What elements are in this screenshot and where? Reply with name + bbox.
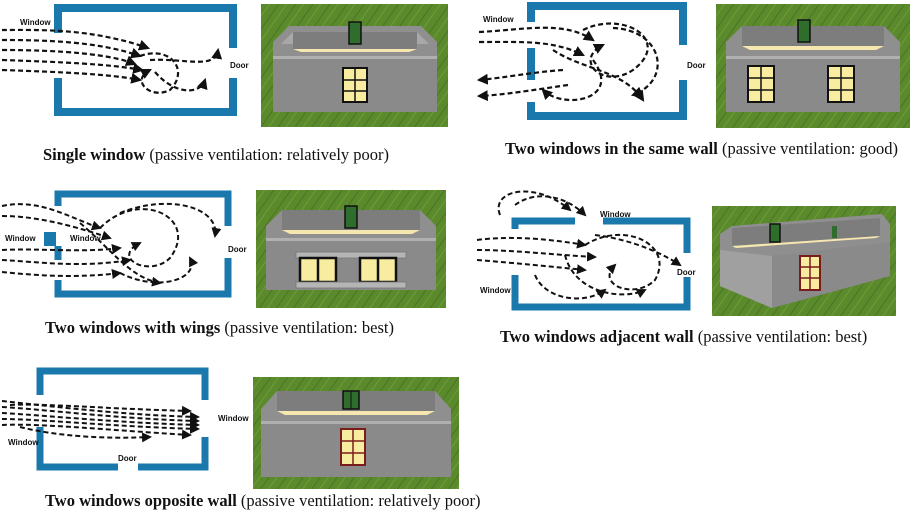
caption-title: Two windows adjacent wall [500,327,694,346]
door-label: Door [118,454,137,463]
window-label: Window [218,414,249,423]
room-render-single-window [261,4,448,127]
caption-title: Two windows with wings [45,318,221,337]
window-label: Window [70,234,101,243]
floor-plan-two-windows-with-wings: Window Window Door [1,190,247,298]
caption-two-windows-same-wall: Two windows in the same wall (passive ve… [505,139,905,159]
window-label: Window [5,234,36,243]
caption-note: (passive ventilation: best) [224,318,394,337]
window-label: Window [20,18,51,27]
floor-plan-single-window: Window Door [1,4,249,116]
caption-note: (passive ventilation: relatively poor) [240,491,481,510]
caption-two-windows-with-wings: Two windows with wings (passive ventilat… [45,318,394,338]
room-render-two-windows-with-wings [256,190,446,308]
door-label: Door [677,268,696,277]
window-label: Window [480,286,511,295]
caption-two-windows-adjacent-wall: Two windows adjacent wall (passive venti… [500,327,867,347]
floor-plan-two-windows-same-wall: Window Door [476,2,706,120]
caption-title: Single window [43,145,146,164]
caption-note: (passive ventilation: best) [697,327,868,346]
room-render-two-windows-same-wall [716,4,910,128]
caption-title: Two windows opposite wall [45,491,237,510]
door-label: Door [230,61,249,70]
caption-note: (passive ventilation: relatively poor) [149,145,390,164]
caption-note: (passive ventilation: good) [721,139,898,158]
caption-title: Two windows in the same wall [505,139,718,158]
door-label: Door [687,61,706,70]
window-label: Window [600,210,631,219]
room-render-two-windows-adjacent-wall [712,206,896,316]
window-label: Window [483,15,514,24]
floor-plan-two-windows-opposite-wall: Window Window Door [1,367,249,471]
room-render-two-windows-opposite-wall [253,377,459,489]
floor-plan-two-windows-adjacent-wall: Window Window Door [476,190,696,311]
caption-single-window: Single window (passive ventilation: rela… [43,145,389,165]
caption-two-windows-opposite-wall: Two windows opposite wall (passive venti… [45,491,481,511]
window-label: Window [8,438,39,447]
door-label: Door [228,245,247,254]
